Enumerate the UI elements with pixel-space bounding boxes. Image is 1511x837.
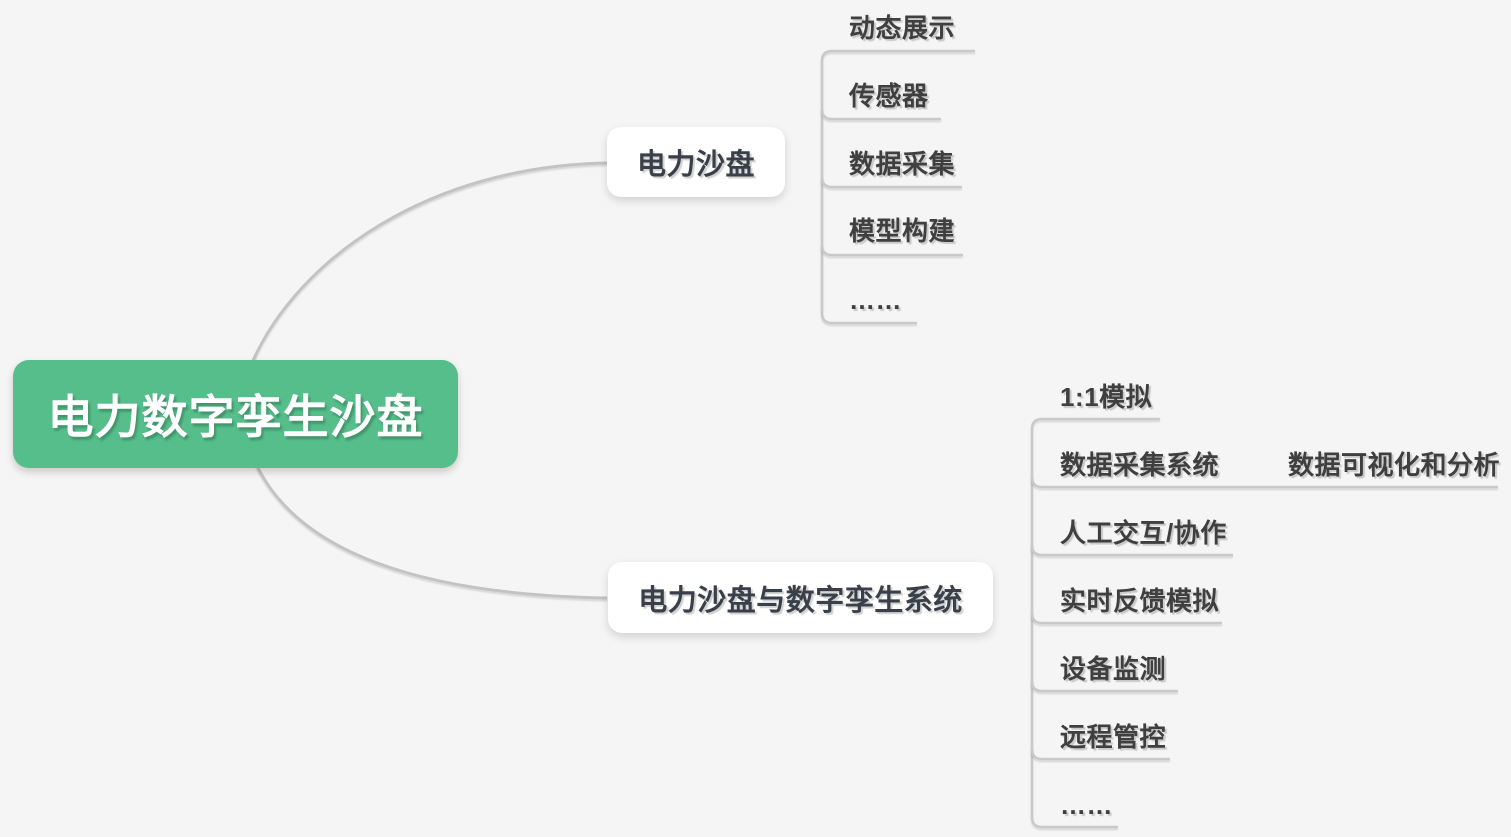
branch1-underline-data-collection (820, 176, 962, 189)
branch2-underline-remote-control (1030, 748, 1170, 761)
branch1-underline-sensor (820, 108, 941, 121)
subtopic-model-building[interactable]: 模型构建 (849, 216, 956, 246)
root-to-branch1-curve (250, 161, 608, 364)
root-to-branch2-curve (255, 465, 608, 600)
subtopic-data-collection-system[interactable]: 数据采集系统 (1060, 450, 1220, 480)
subtopic-dynamic-display[interactable]: 动态展示 (849, 13, 956, 43)
branch-topic-power-sandbox[interactable]: 电力沙盘 (607, 127, 785, 197)
branch1-trunk-line (820, 49, 975, 325)
subtopic-equipment-monitoring[interactable]: 设备监测 (1060, 654, 1167, 684)
branch2-underline-data-collection-system (1030, 476, 1498, 489)
branch1-underline-model-building (820, 244, 963, 257)
root-topic[interactable]: 电力数字孪生沙盘 (13, 360, 458, 468)
subtopic-ellipsis-2[interactable]: …… (1060, 790, 1113, 820)
branch2-underline-equipment-monitoring (1030, 680, 1178, 693)
branch2-underline-realtime-feedback (1030, 612, 1222, 625)
subtopic-remote-control[interactable]: 远程管控 (1060, 722, 1167, 752)
branch-topic-power-sandbox-digital-twin-system[interactable]: 电力沙盘与数字孪生系统 (608, 562, 993, 633)
branch2-trunk-line (1030, 417, 1160, 829)
subtopic-1-1-simulation[interactable]: 1:1模拟 (1060, 382, 1153, 412)
subtopic-sensor[interactable]: 传感器 (849, 81, 929, 111)
subtopic-data-collection[interactable]: 数据采集 (849, 149, 956, 179)
subtopic-human-interaction-collaboration[interactable]: 人工交互/协作 (1060, 518, 1227, 548)
subtopic-realtime-feedback-simulation[interactable]: 实时反馈模拟 (1060, 586, 1220, 616)
subtopic-data-visualization-analysis[interactable]: 数据可视化和分析 (1288, 450, 1501, 480)
subtopic-ellipsis[interactable]: …… (849, 285, 902, 315)
branch2-underline-human-interaction (1030, 544, 1233, 557)
